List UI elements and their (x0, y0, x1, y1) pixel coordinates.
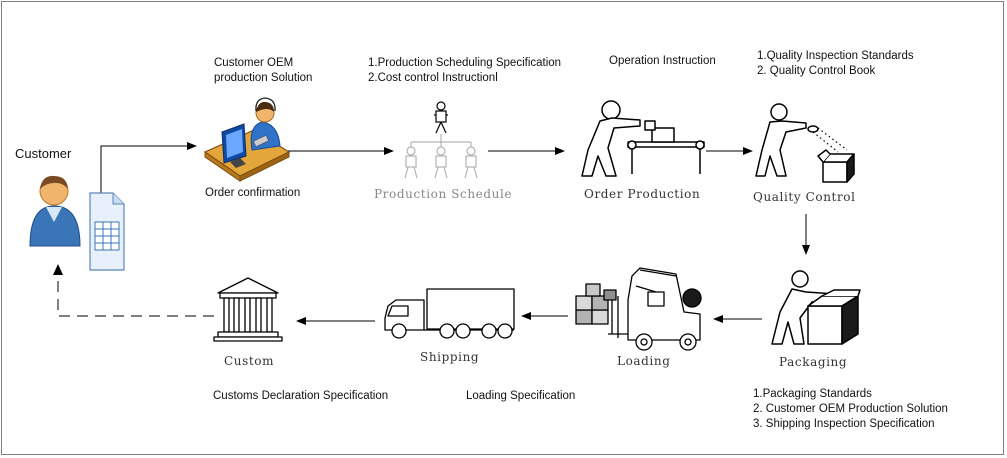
shipping-label: Shipping (420, 350, 480, 364)
schedule-worker-1-icon (404, 146, 418, 179)
custom-note: Customs Declaration Specification (213, 390, 389, 402)
loading-label: Loading (617, 354, 671, 368)
customer-person-icon (29, 175, 81, 247)
order-production-note: Operation Instruction (609, 55, 716, 67)
custom-building-icon (213, 277, 283, 342)
loading-forklift-icon (575, 267, 702, 351)
schedule-worker-2-icon (434, 146, 448, 179)
connector-custom-to-customer-dashed (53, 264, 214, 317)
shipping-truck-icon (384, 288, 515, 339)
order-confirmation-note: Customer OEM production Solution (214, 57, 313, 84)
packaging-note: 1.Packaging Standards 2. Customer OEM Pr… (753, 388, 948, 430)
quality-control-label: Quality Control (753, 190, 856, 204)
customer-document-icon (89, 192, 125, 271)
customer-label: Customer (15, 146, 72, 161)
packaging-worker-icon (771, 270, 861, 345)
production-schedule-orgchart-icon (404, 101, 478, 179)
order-confirmation-workstation-icon (203, 97, 291, 182)
production-schedule-note: 1.Production Scheduling Specification 2.… (368, 57, 562, 84)
quality-control-note: 1.Quality Inspection Standards 2. Qualit… (757, 50, 914, 77)
production-schedule-label: Production Schedule (374, 187, 513, 201)
loading-note: Loading Specification (466, 390, 576, 402)
packaging-label: Packaging (779, 355, 848, 369)
order-production-label: Order Production (584, 187, 701, 201)
connector-customer-to-order (100, 142, 197, 196)
schedule-worker-3-icon (464, 146, 478, 179)
custom-label: Custom (224, 354, 275, 368)
order-production-conveyor-icon (581, 100, 705, 177)
quality-control-inspector-icon (755, 103, 855, 183)
order-confirmation-label: Order confirmation (205, 187, 301, 199)
